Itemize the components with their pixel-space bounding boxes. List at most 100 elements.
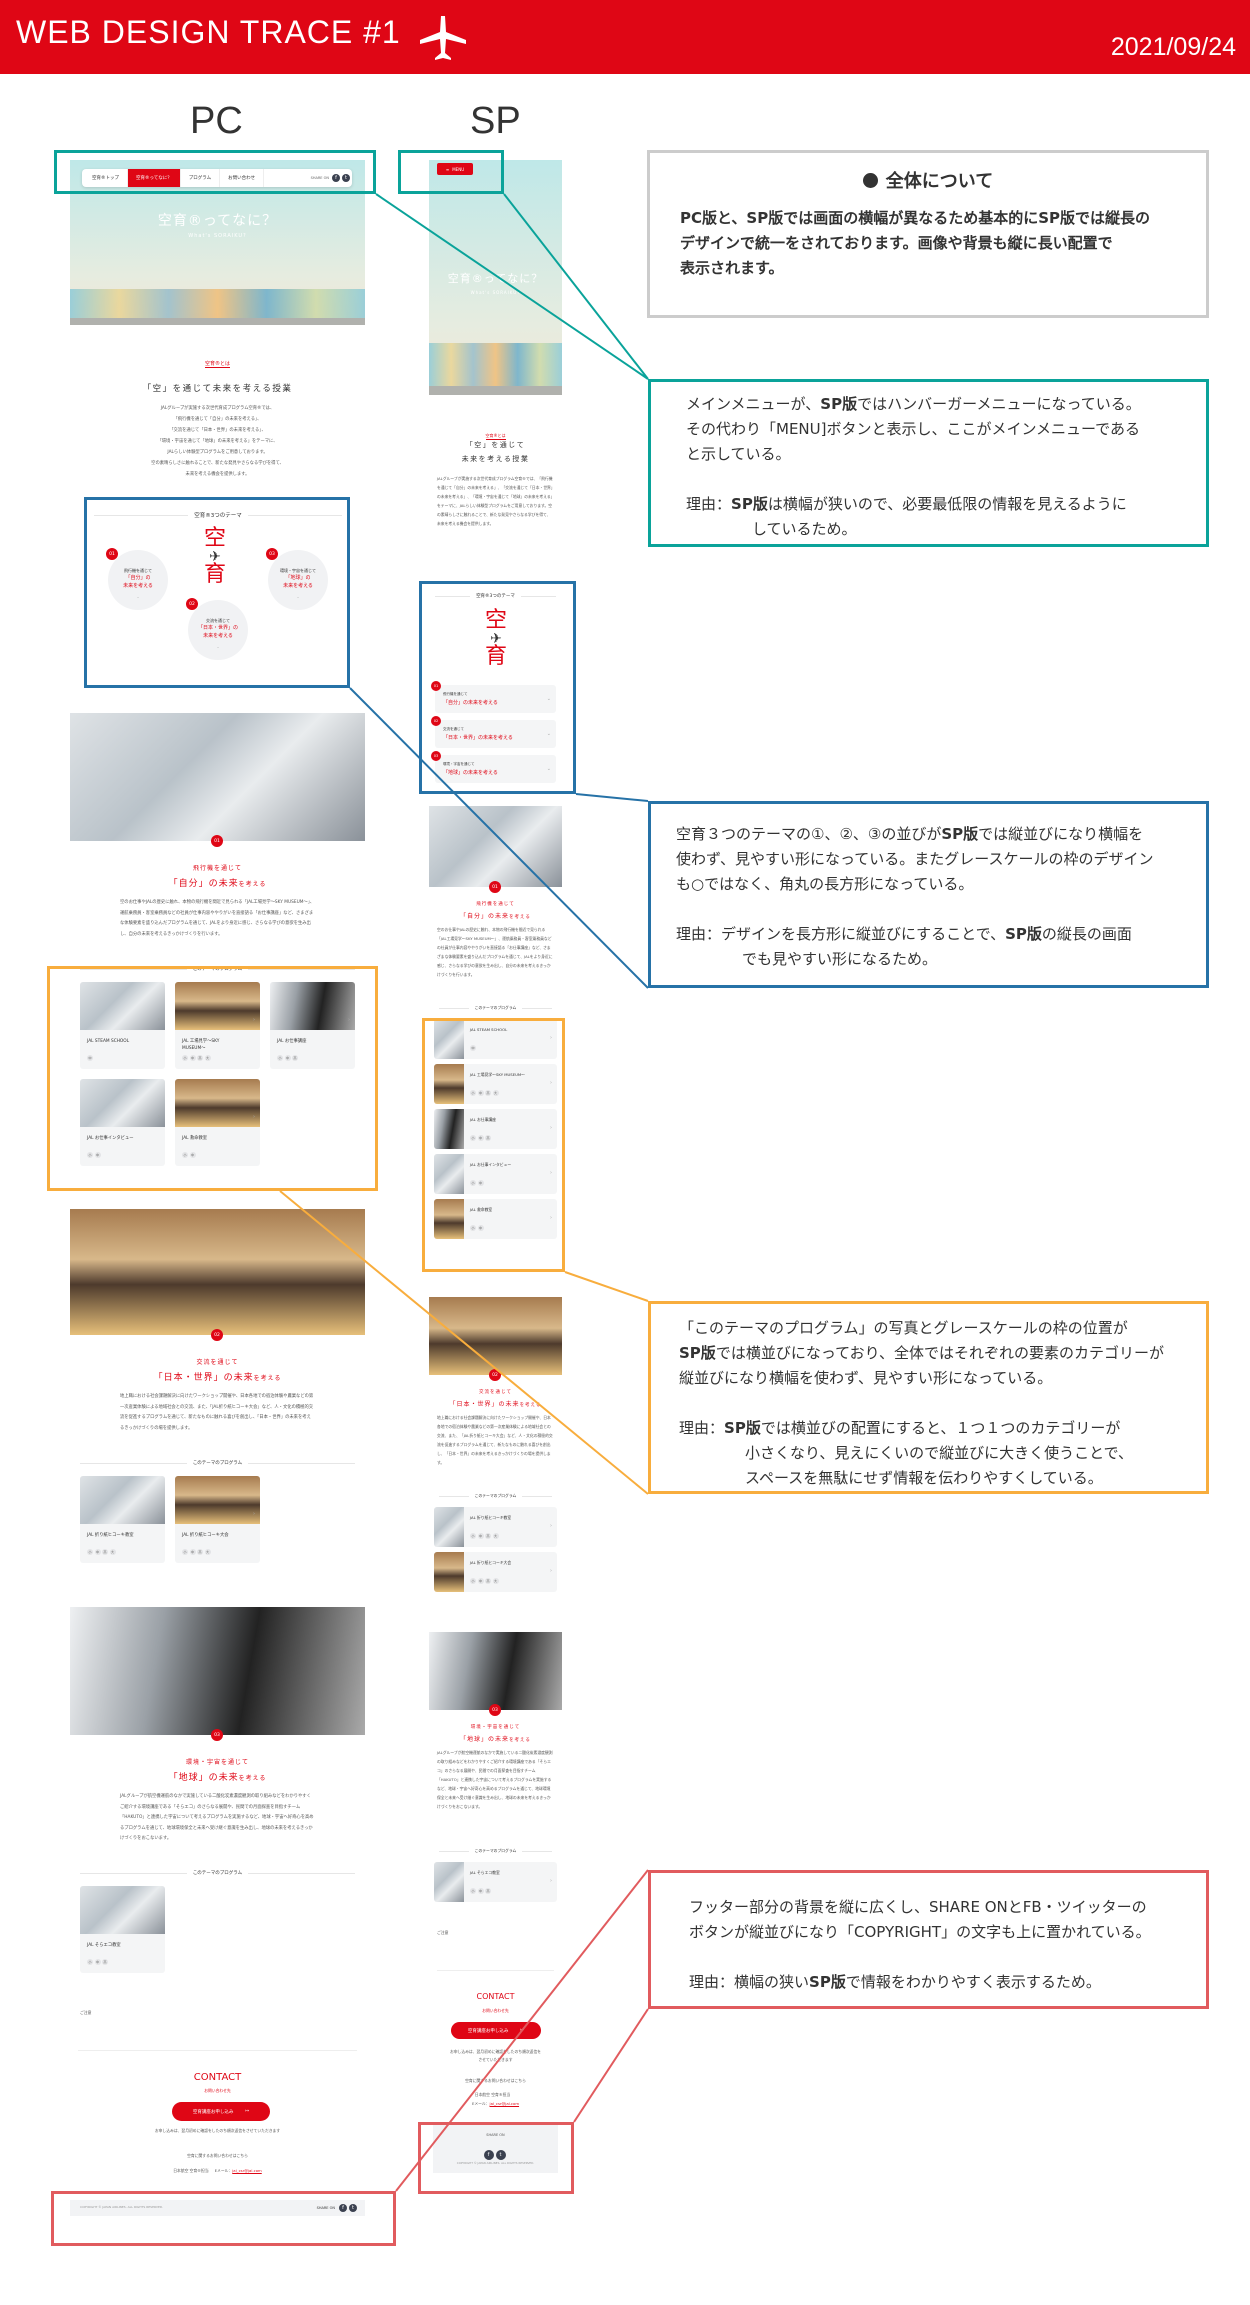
- footer-bar: COPYRIGHT © JAPAN AIRLINES. ALL RIGHTS R…: [70, 2200, 365, 2216]
- logo-char: 空: [203, 526, 226, 551]
- programs-heading: このテーマのプログラム: [80, 966, 355, 972]
- note-line: スペースを無駄にせず情報を伝わりやすくしている。: [679, 1466, 1181, 1491]
- about-text-line: 空の素晴らしさに触れることで、新たな発見やさらなる学びを得て、: [151, 461, 284, 466]
- program-name: JAL お仕事インタビュー: [470, 1162, 512, 1167]
- hero-title: 空育®ってなに？: [447, 272, 544, 285]
- facebook-icon[interactable]: f: [339, 2204, 347, 2212]
- logo-char: 育: [203, 562, 226, 587]
- note-footer: フッター部分の背景を縦に広くし、SHARE ONとFB・ツイッターのボタンが縦並…: [648, 1870, 1209, 2009]
- program-tag: 中: [470, 1045, 476, 1051]
- highlight-pc-themes: [84, 497, 350, 688]
- twitter-icon[interactable]: t: [342, 174, 350, 182]
- program-tag: 大: [204, 1549, 211, 1555]
- about-heading: 「空」を通じて未来を考える授業: [142, 384, 293, 394]
- chevron-right-icon: ›: [158, 1016, 160, 1023]
- program-tag: 高: [197, 1055, 203, 1061]
- program-tag: 中: [477, 1888, 484, 1894]
- highlight-pc-programs: [47, 966, 378, 1191]
- theme-title: 「地球」の: [285, 575, 311, 581]
- nav-item[interactable]: プログラム: [181, 169, 221, 187]
- program-tag: 小: [470, 1578, 476, 1584]
- apply-button[interactable]: 空育講座お申し込み↦: [172, 2102, 270, 2121]
- note-line: [676, 897, 1181, 922]
- apply-note: お申し込みは、翌月初めに確認をしたのち順次返信をさせていただきます: [154, 2128, 281, 2133]
- nav-item[interactable]: 空育®ってなに？: [128, 169, 181, 187]
- contact-title: CONTACT: [476, 1992, 515, 2001]
- sp-column-label: SP: [470, 100, 521, 142]
- program-card[interactable]: JAL 工場見学〜SKY MUSEUM〜小中高大›: [175, 982, 260, 1069]
- note-line: [686, 467, 1176, 492]
- nav-item[interactable]: 空育®トップ: [82, 169, 128, 187]
- notes-link[interactable]: ご注意: [80, 2010, 92, 2015]
- hero-subtitle: What's SORAIKU?: [188, 233, 247, 239]
- page-title: WEB DESIGN TRACE #1: [16, 14, 401, 50]
- facebook-icon[interactable]: f: [332, 174, 340, 182]
- about-text-line: 「環境・宇宙を通じて「地球」の未来を考える」をテーマに、: [157, 439, 278, 444]
- note-line: も○ではなく、角丸の長方形になっている。: [676, 872, 1181, 897]
- program-card[interactable]: JAL 折り紙ヒコーキ教室小中高大›: [434, 1507, 557, 1547]
- menu-button[interactable]: ≡MENU: [437, 163, 473, 175]
- section-title: 「日本・世界」の未来を考える: [70, 1370, 365, 1383]
- program-tag: 小: [470, 1888, 476, 1894]
- highlight-sp-footer: [418, 2122, 574, 2194]
- program-name: JAL STEAM SCHOOL: [87, 1039, 130, 1044]
- chevron-down-icon: ⌄: [296, 594, 300, 599]
- program-card[interactable]: JAL 折り紙ヒコーキ大会小中高大›: [434, 1552, 557, 1592]
- twitter-icon[interactable]: t: [349, 2204, 357, 2212]
- chevron-down-icon: ⌄: [136, 594, 140, 599]
- chevron-right-icon: ›: [550, 1080, 552, 1086]
- program-card[interactable]: JAL お仕事講座小中高›: [270, 982, 355, 1069]
- program-tag: 大: [204, 1055, 211, 1061]
- program-card[interactable]: JAL そらエコ教室小中高›: [80, 1886, 165, 1973]
- note-text: 理由：横幅の狭い: [689, 1973, 810, 1991]
- note-line: メインメニューが、SP版ではハンバーガーメニューになっている。: [686, 392, 1176, 417]
- email-link[interactable]: jal_csr@jal.com: [489, 2101, 520, 2106]
- theme-title-2: 未来を考える: [283, 583, 313, 589]
- nav-item[interactable]: お問い合わせ: [220, 169, 265, 187]
- section-title-tail: を考える: [238, 1775, 267, 1782]
- program-name: JAL 折り紙ヒコーキ大会: [182, 1533, 229, 1538]
- themes-title: 空育®3つのテーマ: [435, 593, 556, 599]
- logo-char: 空: [484, 608, 507, 633]
- section-title: 「自分」の未来を考える: [70, 876, 365, 889]
- note-line: その代わり「MENU]ボタンと表示し、ここがメインメニューである: [686, 417, 1176, 442]
- program-card[interactable]: JAL そらエコ教室小中高›: [434, 1862, 557, 1902]
- note-text: 空育３つのテーマの①、②、③の並びが: [676, 825, 942, 843]
- programs-heading: このテーマのプログラム: [80, 1870, 355, 1876]
- program-card[interactable]: JAL お仕事インタビュー小中›: [80, 1079, 165, 1166]
- apply-button[interactable]: 空育講座お申し込み↦: [451, 2022, 541, 2039]
- program-photo: [80, 1079, 165, 1127]
- note-text: では横並びの配置にすると、１つ１つのカテゴリーが: [760, 1419, 1121, 1437]
- about-text-line: 「飛行機を通じて「自分」の未来を考える」、: [173, 417, 262, 422]
- note-text: 表示されます。: [680, 259, 784, 277]
- theme-title: 「日本・世界」の: [197, 625, 238, 631]
- notes-link[interactable]: ご注意: [437, 1930, 449, 1935]
- program-card[interactable]: JAL 救命教室小中›: [175, 1079, 260, 1166]
- chevron-right-icon: ›: [550, 1878, 552, 1884]
- note-text: では縦並びになり横幅を: [978, 825, 1144, 843]
- note-text: では横並びになっており、全体ではそれぞれの要素のカテゴリーが: [715, 1344, 1165, 1362]
- program-card[interactable]: JAL 工場見学〜SKY MUSEUM〜小中高大›: [434, 1064, 557, 1104]
- program-name: JAL 折り紙ヒコーキ教室: [87, 1533, 134, 1538]
- section-title-tail: を考える: [253, 1375, 282, 1382]
- about-text-line: 空の素晴らしさに触れることで、新たな発見やさらなる学びを得て、: [437, 503, 553, 517]
- program-name: JAL 工場見学〜SKY MUSEUM〜: [182, 1039, 220, 1051]
- program-card[interactable]: JAL 折り紙ヒコーキ教室小中高大›: [80, 1476, 165, 1563]
- program-card[interactable]: JAL お仕事講座小中高›: [434, 1109, 557, 1149]
- email-link[interactable]: jal_csr@jal.com: [232, 2168, 262, 2173]
- program-photo: [434, 1019, 464, 1059]
- note-text: SP版: [724, 1419, 761, 1437]
- program-card[interactable]: JAL 折り紙ヒコーキ大会小中高大›: [175, 1476, 260, 1563]
- email-label: Eメール：: [214, 2168, 233, 2173]
- program-tag: 高: [292, 1055, 298, 1061]
- program-card[interactable]: JAL お仕事インタビュー小中›: [434, 1154, 557, 1194]
- program-photo: [175, 1079, 260, 1127]
- about-heading: 「空」を通じて: [465, 441, 526, 449]
